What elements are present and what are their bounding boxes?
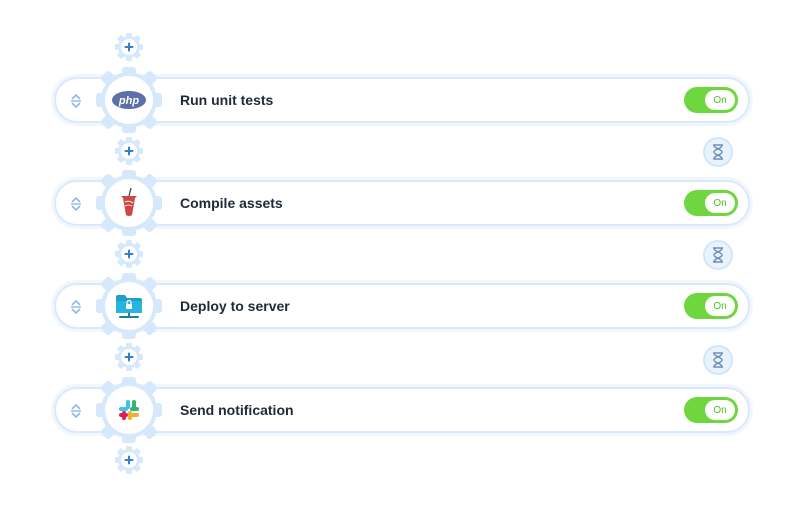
step-name: Deploy to server	[180, 298, 290, 314]
plus-gear-icon	[115, 33, 143, 61]
step-toggle[interactable]: On	[684, 293, 738, 319]
drag-handle-icon[interactable]	[68, 402, 84, 420]
drag-handle-icon[interactable]	[68, 298, 84, 316]
toggle-label: On	[705, 90, 735, 110]
step-name: Run unit tests	[180, 92, 274, 108]
plus-gear-icon	[115, 240, 143, 268]
php-logo-icon: php	[109, 80, 149, 120]
toggle-label: On	[705, 296, 735, 316]
step-toggle[interactable]: On	[684, 190, 738, 216]
add-step-button[interactable]	[115, 240, 143, 268]
hourglass-icon	[713, 144, 723, 160]
step-icon-gear	[96, 170, 162, 236]
delay-button[interactable]	[703, 240, 733, 270]
step-toggle[interactable]: On	[684, 87, 738, 113]
step-icon-gear: php	[96, 67, 162, 133]
drag-handle-icon[interactable]	[68, 195, 84, 213]
pipeline-step: Deploy to server On	[54, 283, 750, 329]
plus-gear-icon	[115, 137, 143, 165]
step-icon-gear	[96, 377, 162, 443]
plus-gear-icon	[115, 343, 143, 371]
server-folder-icon	[109, 286, 149, 326]
toggle-label: On	[705, 400, 735, 420]
svg-text:php: php	[118, 95, 139, 107]
pipeline-step: Compile assets On	[54, 180, 750, 226]
add-step-button[interactable]	[115, 343, 143, 371]
delay-button[interactable]	[703, 345, 733, 375]
add-step-button[interactable]	[115, 446, 143, 474]
gulp-cup-icon	[109, 183, 149, 223]
hourglass-icon	[713, 352, 723, 368]
add-step-button[interactable]	[115, 137, 143, 165]
plus-gear-icon	[115, 446, 143, 474]
delay-button[interactable]	[703, 137, 733, 167]
toggle-label: On	[705, 193, 735, 213]
add-step-button[interactable]	[115, 33, 143, 61]
step-icon-gear	[96, 273, 162, 339]
pipeline-step: Run unit tests On	[54, 77, 750, 123]
hourglass-icon	[713, 247, 723, 263]
pipeline-step: Send notification On	[54, 387, 750, 433]
step-toggle[interactable]: On	[684, 397, 738, 423]
slack-logo-icon	[109, 390, 149, 430]
step-name: Send notification	[180, 402, 294, 418]
step-name: Compile assets	[180, 195, 283, 211]
drag-handle-icon[interactable]	[68, 92, 84, 110]
